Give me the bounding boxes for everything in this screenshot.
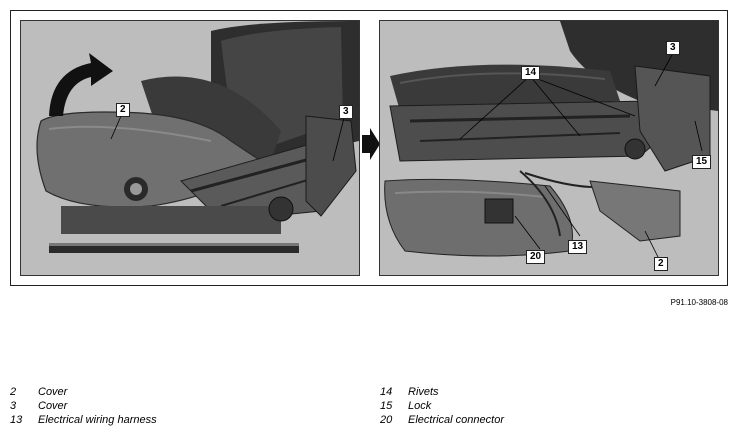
legend-label: Cover bbox=[38, 386, 68, 398]
seat-with-cover-illustration bbox=[21, 21, 359, 275]
figure-frame: 2 3 bbox=[10, 10, 728, 286]
callout-label: 13 bbox=[568, 240, 588, 254]
legend-label: Rivets bbox=[408, 386, 439, 398]
callout-label: 2 bbox=[116, 103, 130, 117]
legend-item: 3 Cover bbox=[10, 399, 157, 413]
callout-label: 3 bbox=[666, 41, 680, 55]
legend-item: 13 Electrical wiring harness bbox=[10, 413, 157, 427]
right-arrow-icon bbox=[362, 128, 380, 160]
legend-number: 2 bbox=[10, 386, 17, 398]
legend-column-right: 14 Rivets 15 Lock 20 Electrical connecto… bbox=[380, 385, 504, 427]
callout-label: 20 bbox=[526, 250, 546, 264]
legend-number: 20 bbox=[380, 414, 393, 426]
left-photo-panel: 2 3 bbox=[20, 20, 360, 276]
callout-label: 15 bbox=[692, 155, 712, 169]
callout-label: 14 bbox=[521, 66, 541, 80]
figure-reference-code: P91.10-3808-08 bbox=[670, 298, 728, 307]
legend-item: 2 Cover bbox=[10, 385, 157, 399]
legend-column-left: 2 Cover 3 Cover 13 Electrical wiring har… bbox=[10, 385, 157, 427]
callout-label: 2 bbox=[654, 257, 668, 271]
right-photo-panel: 3 14 15 13 20 2 bbox=[379, 20, 719, 276]
legend-label: Lock bbox=[408, 400, 432, 412]
legend-label: Electrical connector bbox=[408, 414, 504, 426]
callout-label: 3 bbox=[339, 105, 353, 119]
legend-item: 15 Lock bbox=[380, 399, 504, 413]
legend-item: 14 Rivets bbox=[380, 385, 504, 399]
legend-item: 20 Electrical connector bbox=[380, 413, 504, 427]
legend-number: 13 bbox=[10, 414, 23, 426]
legend-number: 3 bbox=[10, 400, 17, 412]
seat-cover-removed-illustration bbox=[380, 21, 718, 275]
legend-label: Cover bbox=[38, 400, 68, 412]
legend-label: Electrical wiring harness bbox=[38, 414, 157, 426]
legend-number: 15 bbox=[380, 400, 393, 412]
legend-number: 14 bbox=[380, 386, 393, 398]
